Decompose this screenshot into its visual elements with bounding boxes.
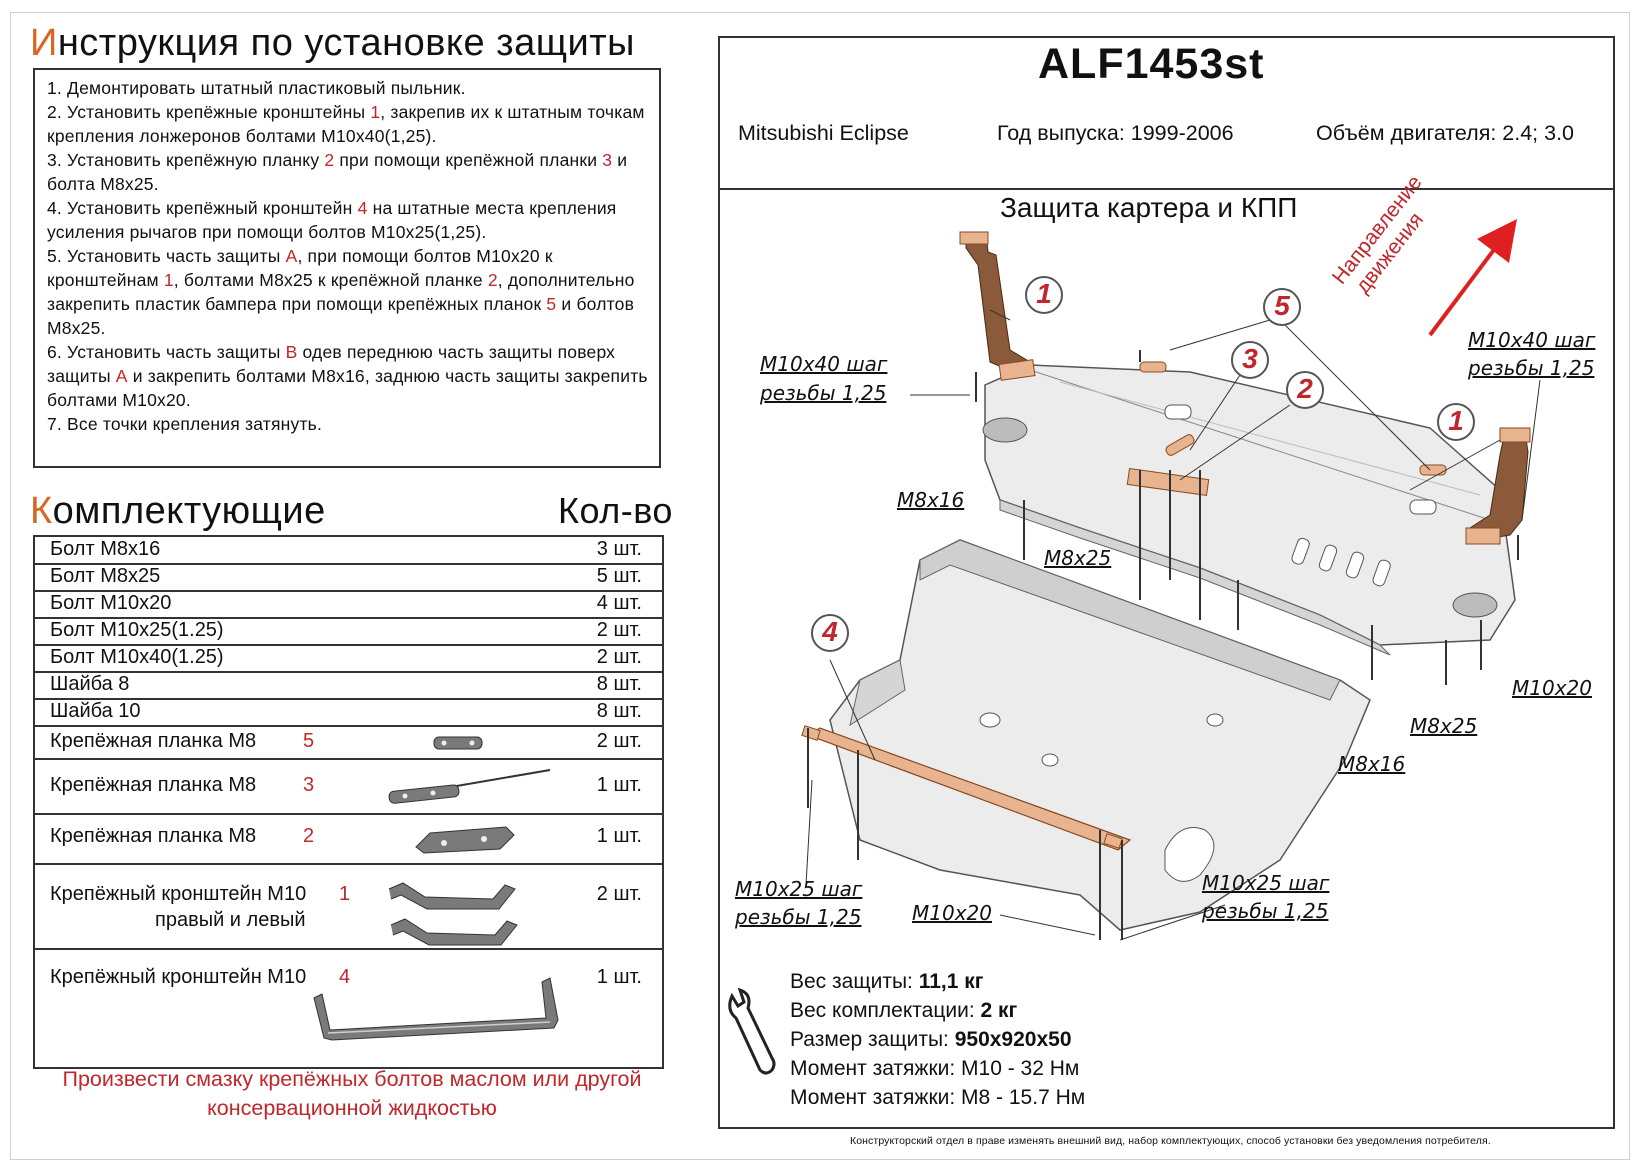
callout-3: 3	[1242, 343, 1258, 374]
label-m10x25-right-line2: резьбы 1,25	[1202, 899, 1329, 923]
specs-block: Вес защиты: 11,1 кг Вес комплектации: 2 …	[790, 967, 1085, 1112]
bracket-4	[801, 725, 1132, 851]
protection-part-a	[982, 364, 1516, 656]
leader-lines	[805, 309, 1541, 941]
instructions-title-text: нструкция по установке защиты	[57, 22, 635, 64]
label-m8x25-right: М8х25	[1410, 714, 1478, 738]
engine-volume: Объём двигателя: 2.4; 3.0	[1316, 121, 1575, 145]
label-m10x40-right-line2: резьбы 1,25	[1468, 356, 1595, 380]
label-m10x25-left-line1: М10х25 шаг	[735, 877, 863, 901]
bracket-1-right	[1465, 427, 1531, 545]
car-model: Mitsubishi Eclipse	[738, 121, 909, 145]
label-m10x40-left-line1: М10х40 шаг	[760, 352, 888, 376]
callouts	[811, 276, 1475, 652]
parts-row: Крепёжная планка М8 5 2 шт.	[35, 725, 662, 758]
spec-size: Размер защиты: 950х920х50	[790, 1028, 1072, 1051]
protection-part-b	[829, 539, 1371, 931]
callout-2: 2	[1297, 373, 1313, 404]
instructions-box: 1. Демонтировать штатный пластиковый пыл…	[33, 68, 661, 468]
label-m8x25-center: М8х25	[1044, 546, 1112, 570]
instructions-title: Инструкция по установке защиты	[30, 22, 635, 65]
callout-4: 4	[822, 616, 838, 647]
parts-title-text: омплектующие	[52, 490, 326, 532]
instruction-item-2: 2. Установить крепёжные кронштейны 1, за…	[47, 102, 645, 146]
parts-row: Крепёжный кронштейн М10 правый и левый 1…	[35, 863, 662, 948]
parts-title-initial: К	[30, 490, 53, 532]
lubrication-notice: Произвести смазку крепёжных болтов масло…	[62, 1067, 642, 1120]
parts-qty-header: Кол-во	[558, 490, 673, 531]
parts-row: Крепёжный кронштейн М10 4 1 шт.	[35, 948, 662, 1067]
label-m10x25-left-line2: резьбы 1,25	[735, 905, 862, 929]
bracket-4-icon	[313, 977, 559, 1041]
bolts	[807, 350, 1519, 940]
fastening-strip-5-icon	[433, 736, 483, 750]
assembly-diagram	[801, 219, 1541, 941]
fastening-strip-3-icon	[388, 769, 551, 804]
footer-disclaimer: Конструкторский отдел в праве изменять в…	[850, 1135, 1491, 1147]
instruction-item-4: 4. Установить крепёжный кронштейн 4 на ш…	[47, 198, 617, 242]
label-m10x25-right-line1: М10х25 шаг	[1202, 871, 1330, 895]
instruction-item-3: 3. Установить крепёжную планку 2 при пом…	[47, 150, 628, 194]
label-m10x40-right-line1: М10х40 шаг	[1468, 328, 1596, 352]
label-m10x40-left-line2: резьбы 1,25	[760, 381, 887, 405]
page-frame	[10, 12, 1630, 1160]
bracket-1-left	[959, 231, 1036, 381]
label-m8x16-top: М8х16	[897, 488, 965, 512]
direction-arrow-icon	[1428, 219, 1517, 337]
fastening-strip-5	[1139, 361, 1447, 476]
parts-row: Болт М10х40(1.25)2 шт.	[35, 644, 662, 671]
callout-1-right: 1	[1448, 405, 1464, 436]
bracket-1-icon	[388, 882, 518, 946]
instruction-item-5: 5. Установить часть защиты А, при помощи…	[47, 246, 635, 338]
parts-row: Болт М10х25(1.25)2 шт.	[35, 617, 662, 644]
instruction-item-6: 6. Установить часть защиты В одев передн…	[47, 342, 648, 410]
label-m8x16-bottom: М8х16	[1338, 752, 1406, 776]
instruction-item-1: 1. Демонтировать штатный пластиковый пыл…	[47, 78, 466, 98]
fastening-strip-2-icon	[415, 826, 515, 854]
diagram-title: Защита картера и КПП	[1000, 192, 1298, 223]
production-year: Год выпуска: 1999-2006	[997, 121, 1234, 145]
wrench-icon	[728, 988, 776, 1075]
header-divider	[718, 188, 1615, 190]
callout-5: 5	[1274, 290, 1290, 321]
spec-weight: Вес защиты: 11,1 кг	[790, 970, 984, 993]
parts-row: Крепёжная планка М8 3 1 шт.	[35, 758, 662, 813]
instruction-item-7: 7. Все точки крепления затянуть.	[47, 414, 323, 434]
fastening-strip-3	[1165, 434, 1195, 456]
spec-kit-weight: Вес комплектации: 2 кг	[790, 999, 1018, 1022]
parts-row: Крепёжная планка М8 2 1 шт.	[35, 813, 662, 863]
label-m10x20-right: М10х20	[1512, 676, 1592, 700]
callout-1-left: 1	[1036, 278, 1052, 309]
spec-torque-m10: Момент затяжки: М10 - 32 Нм	[790, 1057, 1080, 1080]
product-box	[718, 36, 1615, 1129]
instructions-title-initial: И	[30, 22, 58, 64]
parts-title: Комплектующие	[30, 490, 326, 533]
spec-torque-m8: Момент затяжки: М8 - 15.7 Нм	[790, 1086, 1086, 1109]
label-m10x20-bottom: М10х20	[912, 901, 992, 925]
model-code: ALF1453st	[1038, 40, 1265, 88]
